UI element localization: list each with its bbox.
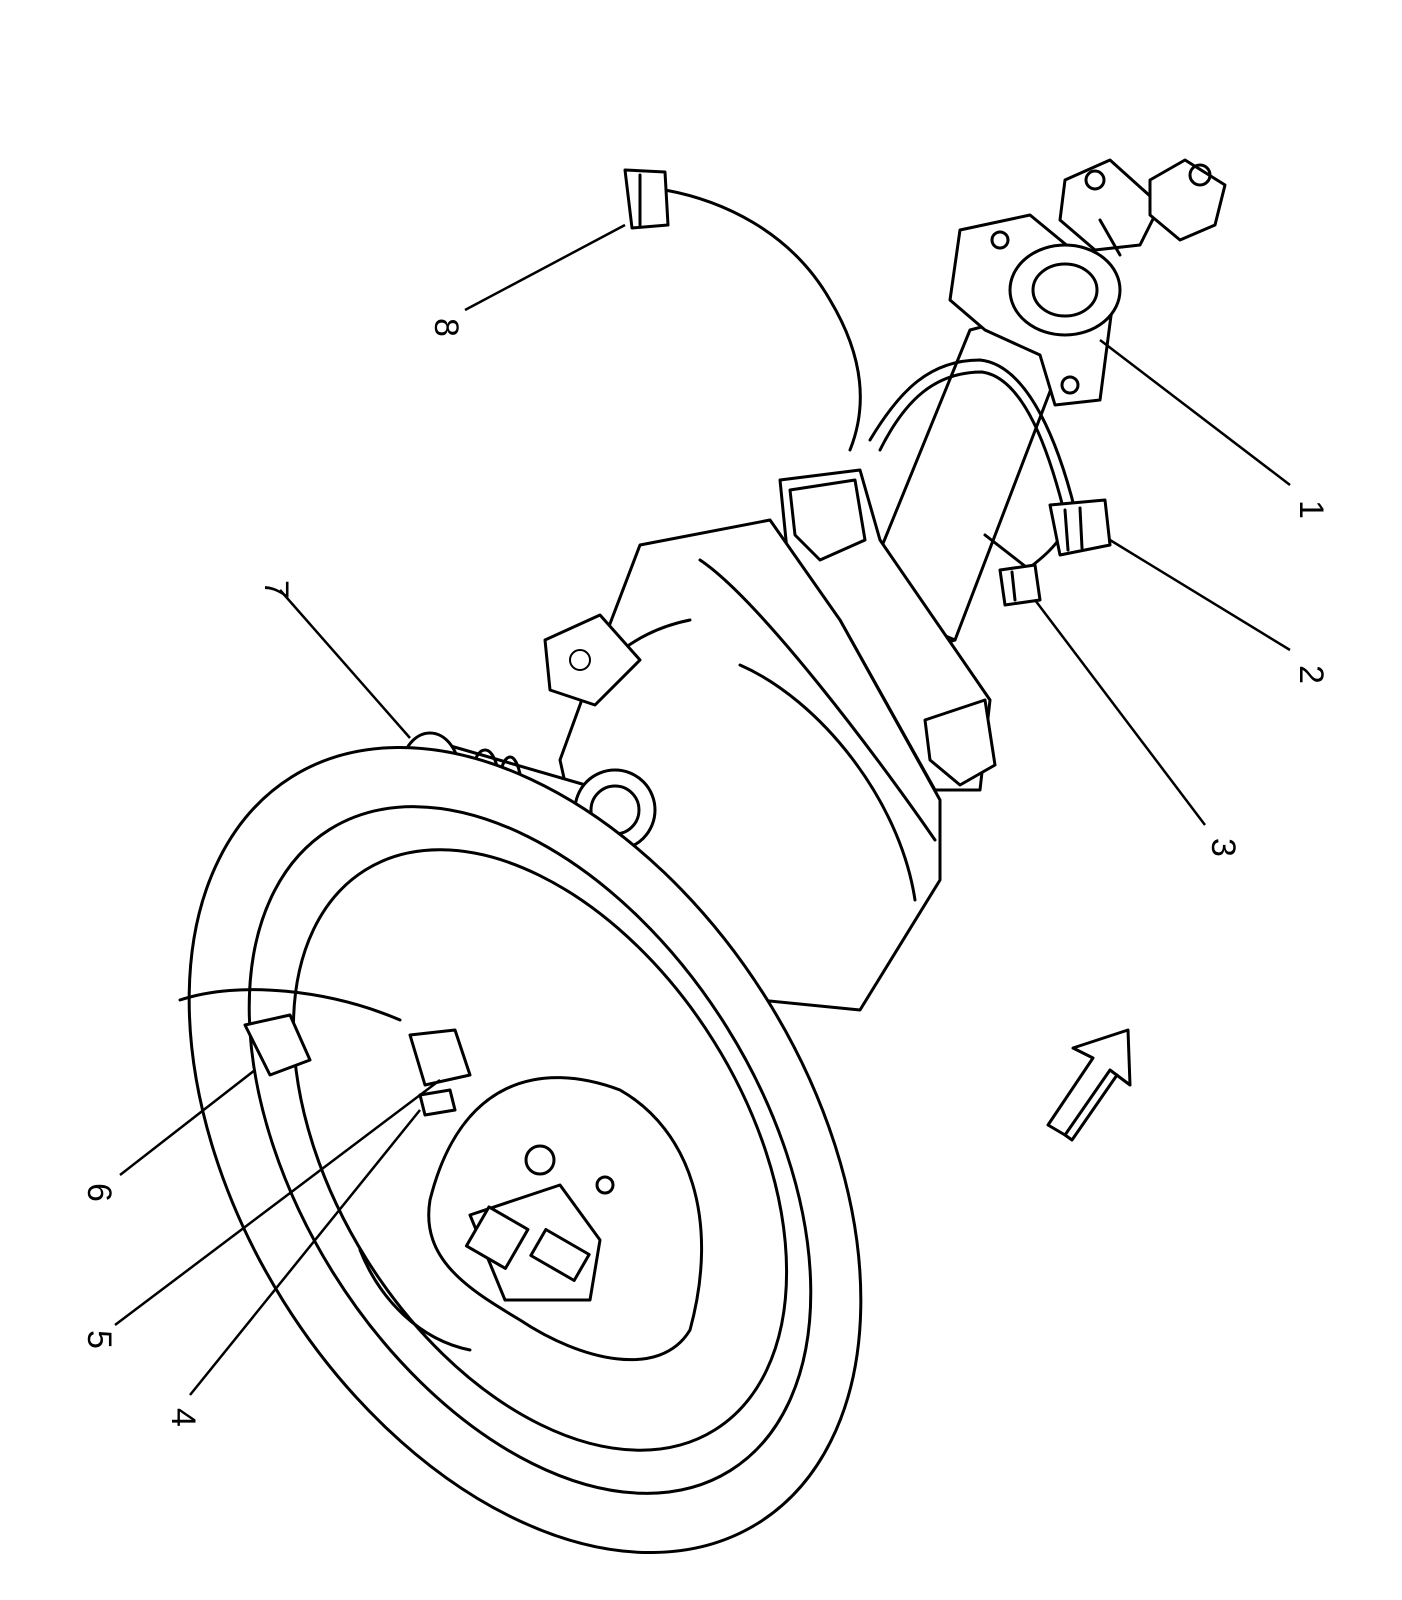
- connector-3: [998, 563, 1042, 607]
- callout-5: 5: [80, 1330, 118, 1349]
- callout-7: 7: [257, 580, 295, 599]
- connector-8: [623, 168, 670, 230]
- callout-1: 1: [1292, 500, 1330, 519]
- callout-labels: 1 2 3 4 5 6 7 8: [80, 318, 1330, 1427]
- intermediate-shaft-joint: [1058, 158, 1227, 257]
- leader-line-6: [119, 1069, 256, 1176]
- leader-line-8: [464, 223, 626, 312]
- steering-wheel: [178, 745, 863, 1555]
- callout-6: 6: [80, 1183, 118, 1202]
- leader-lines: [114, 223, 1291, 1396]
- wiring-harness: [663, 188, 1077, 577]
- leader-line-2: [1109, 538, 1291, 652]
- arrow-up-right-icon: [1046, 1028, 1132, 1142]
- leader-line-7: [279, 589, 411, 739]
- callout-3: 3: [1204, 838, 1242, 857]
- callout-4: 4: [164, 1408, 202, 1427]
- steering-column-shaft: [858, 213, 1122, 645]
- leader-line-5: [114, 1079, 441, 1326]
- leader-line-4: [189, 1109, 421, 1396]
- connector-2: [1048, 498, 1112, 557]
- callout-8: 8: [427, 318, 465, 337]
- leader-line-1: [1099, 339, 1291, 486]
- callout-2: 2: [1292, 665, 1330, 684]
- leader-line-3: [1034, 599, 1206, 826]
